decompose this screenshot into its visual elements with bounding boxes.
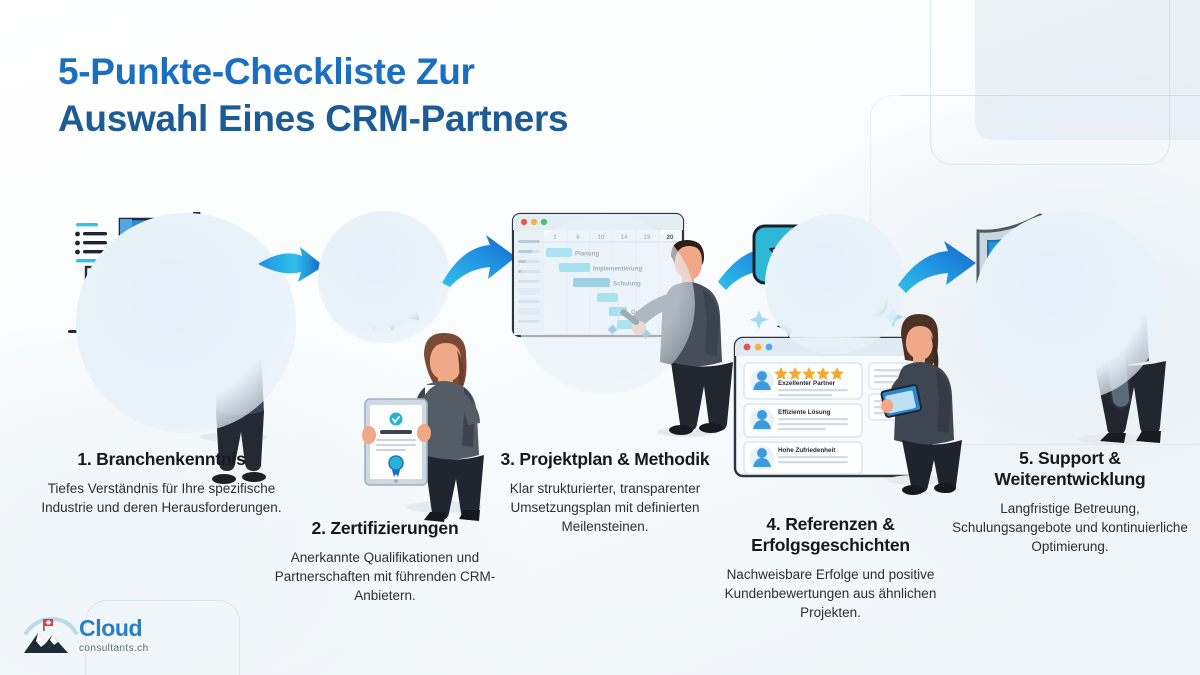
svg-text:Exzellenter Partner: Exzellenter Partner	[778, 380, 836, 387]
arrow-step4-to-step5	[898, 241, 978, 299]
hands-holding-tablet	[362, 424, 431, 444]
tablet-certificate-screen	[364, 398, 428, 486]
page-title: 5-Punkte-Checkliste Zur Auswahl Eines CR…	[58, 48, 718, 143]
halo-circle-3	[515, 214, 695, 394]
page-title-line2: Auswahl Eines CRM-Partners	[58, 98, 569, 140]
step-1-description: Tiefes Verständnis für Ihre spezifische …	[41, 481, 282, 516]
halo-circle-1	[76, 213, 296, 433]
step-3-title: 3. Projektplan & Methodik	[500, 449, 710, 469]
illustration-3-project-plan: 1610 141920 Planung Implementierung Schu…	[505, 208, 733, 437]
window-dot-red	[520, 218, 528, 226]
halo-circle-5	[974, 211, 1164, 401]
step-2-description: Anerkannte Qualifikationen und Partnersc…	[274, 550, 496, 604]
svg-text:20: 20	[667, 234, 674, 241]
bg-shape-block	[975, 0, 1200, 140]
svg-text:Effiziente Lösung: Effiziente Lösung	[778, 409, 831, 416]
review-card-3: Hohe Zufriedenheit	[743, 441, 863, 475]
step-5-description: Langfristige Betreuung, Schulungsangebot…	[952, 501, 1188, 555]
step-1-title: 1. Branchenkenntnis	[77, 449, 246, 469]
halo-circle-4	[765, 214, 905, 354]
page-title-line1: 5-Punkte-Checkliste Zur	[58, 51, 475, 92]
step-4: 4. Referenzen & Erfolgsgeschichten Nachw…	[710, 514, 951, 622]
logo-name: Cloud	[79, 615, 143, 641]
rating-stars-card-1	[774, 367, 844, 380]
window-dot-red	[743, 343, 751, 351]
person-woman-4	[880, 314, 962, 495]
review-card-2: Effiziente Lösung	[743, 403, 863, 438]
review-card-1: Exzellenter Partner	[743, 362, 863, 400]
brand-logo[interactable]: Cloud consultants.ch	[22, 615, 197, 667]
person-woman-2	[406, 333, 484, 522]
mountain-logo-icon	[24, 616, 78, 653]
step-4-description: Nachweisbare Erfolge und positive Kunden…	[724, 567, 937, 621]
logo-text: Cloud consultants.ch	[79, 615, 149, 655]
step-3-description: Klar strukturierter, transparenter Umset…	[509, 481, 701, 535]
bg-divider-line	[900, 95, 1200, 96]
svg-text:Hohe Zufriedenheit: Hohe Zufriedenheit	[778, 447, 836, 454]
step-5: 5. Support & Weiterentwicklung Langfrist…	[952, 448, 1188, 556]
bg-shape-outline-top	[930, 0, 1170, 165]
window-dot-yellow	[754, 343, 762, 351]
step-4-title: 4. Referenzen & Erfolgsgeschichten	[751, 514, 910, 555]
illustration-4-references: Exzellenter Partner Effiziente Lösung	[733, 210, 962, 495]
tablet-caption-bar	[380, 430, 412, 434]
illustration-2-certifications	[312, 207, 512, 522]
halo-circle-2	[318, 211, 450, 343]
window-dot-green	[765, 343, 773, 351]
logo-domain: consultants.ch	[79, 643, 149, 654]
bg-shape-outline-bottom	[85, 600, 240, 675]
arrow-step1-to-step2	[258, 247, 328, 300]
illustration-5-support	[962, 207, 1182, 445]
step-3: 3. Projektplan & Methodik Klar strukturi…	[492, 449, 718, 536]
step-2-title: 2. Zertifizierungen	[311, 518, 459, 538]
step-2: 2. Zertifizierungen Anerkannte Qualifika…	[272, 518, 498, 605]
illustration-1-industry-knowledge	[62, 205, 296, 484]
arrow-step2-to-step3	[440, 235, 518, 295]
window-dot-yellow	[530, 218, 538, 226]
step-5-title: 5. Support & Weiterentwicklung	[994, 448, 1146, 489]
window-dot-green	[540, 218, 548, 226]
step-1: 1. Branchenkenntnis Tiefes Verständnis f…	[38, 449, 285, 517]
